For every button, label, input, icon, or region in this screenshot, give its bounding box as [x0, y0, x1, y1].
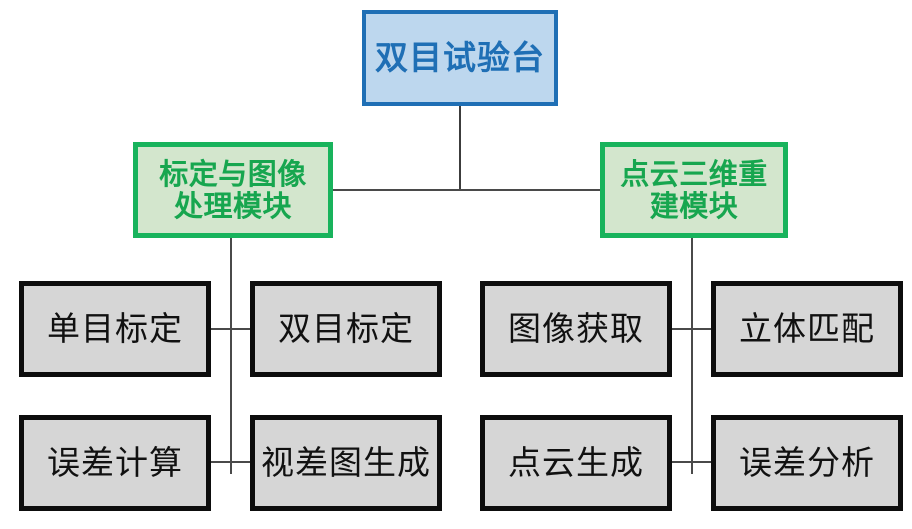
connector-left-row2-branch: [210, 461, 252, 463]
node-root-binocular-test-bench[interactable]: 双目试验台: [362, 10, 558, 106]
connector-right-spine: [691, 238, 693, 474]
node-leaf-pointcloud-generation[interactable]: 点云生成: [480, 415, 672, 511]
node-leaf-disparity-map-generation[interactable]: 视差图生成: [250, 415, 442, 511]
node-leaf-disparity-map-generation-label: 视差图生成: [261, 442, 431, 482]
connector-right-row2-branch: [671, 461, 713, 463]
connector-left-spine: [230, 238, 232, 474]
node-leaf-stereo-calibration[interactable]: 双目标定: [250, 281, 442, 377]
connector-root-stem: [459, 105, 461, 191]
node-leaf-error-analysis-label: 误差分析: [739, 442, 875, 482]
connector-module-bus: [333, 189, 601, 191]
node-root-label: 双目试验台: [375, 37, 545, 77]
node-module-pointcloud-3d-reconstruction-label: 点云三维重 建模块: [620, 156, 768, 223]
node-module-calibration-image-processing-label: 标定与图像 处理模块: [159, 156, 307, 223]
node-leaf-image-acquisition[interactable]: 图像获取: [480, 281, 672, 377]
node-leaf-stereo-calibration-label: 双目标定: [278, 308, 414, 348]
node-leaf-mono-calibration[interactable]: 单目标定: [19, 281, 211, 377]
node-leaf-error-calculation-label: 误差计算: [47, 442, 183, 482]
node-module-calibration-image-processing[interactable]: 标定与图像 处理模块: [133, 142, 333, 238]
node-leaf-stereo-matching-label: 立体匹配: [739, 308, 875, 348]
node-leaf-pointcloud-generation-label: 点云生成: [508, 442, 644, 482]
node-leaf-mono-calibration-label: 单目标定: [47, 308, 183, 348]
node-leaf-image-acquisition-label: 图像获取: [508, 308, 644, 348]
node-leaf-stereo-matching[interactable]: 立体匹配: [711, 281, 903, 377]
node-leaf-error-analysis[interactable]: 误差分析: [711, 415, 903, 511]
node-module-pointcloud-3d-reconstruction[interactable]: 点云三维重 建模块: [600, 142, 788, 238]
node-leaf-error-calculation[interactable]: 误差计算: [19, 415, 211, 511]
connector-right-row1-branch: [671, 328, 713, 330]
connector-left-row1-branch: [210, 328, 252, 330]
